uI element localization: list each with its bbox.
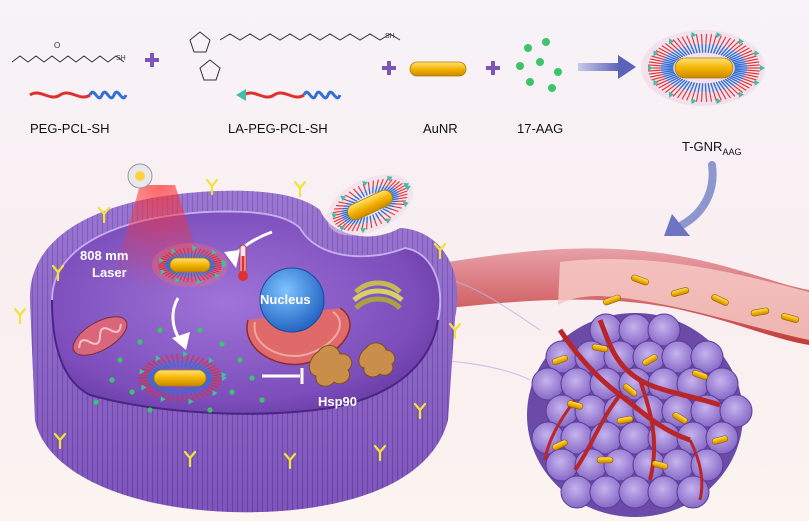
heated-nanoparticle: [152, 243, 228, 287]
entering-nanoparticle: [326, 174, 414, 236]
arrow-down-icon: [664, 161, 717, 236]
thermometer-icon: [238, 244, 248, 281]
releasing-nanoparticle: [138, 351, 227, 405]
svg-text:SH: SH: [385, 33, 395, 40]
svg-text:O: O: [54, 41, 60, 50]
t-gnr-nanoparticle: [641, 30, 765, 106]
laser-label-line1: 808 mm: [80, 248, 128, 263]
aag-label: 17-AAG: [517, 121, 563, 136]
mitochondrion: [72, 316, 128, 356]
laser-label-line2: Laser: [92, 265, 127, 280]
arrow-icon: [171, 230, 273, 350]
plus-icon: [486, 61, 500, 75]
la-peg-pcl-sh-molecule: SH LA-PEG-PCL-SH: [189, 31, 401, 136]
plus-icon: [145, 53, 159, 67]
hsp90-protein: [309, 342, 396, 387]
hsp90-label: Hsp90: [318, 394, 357, 409]
la-peg-pcl-sh-label: LA-PEG-PCL-SH: [228, 121, 328, 136]
svg-text:SH: SH: [116, 55, 126, 62]
nucleus-label: Nucleus: [260, 292, 311, 307]
peg-pcl-sh-label: PEG-PCL-SH: [30, 121, 109, 136]
arrow-right-icon: [578, 55, 636, 79]
golgi-apparatus: [352, 280, 404, 310]
t-gnr-label: T-GNRAAG: [682, 139, 741, 157]
aag-drug-particles: 17-AAG: [516, 38, 563, 136]
peg-pcl-sh-molecule: O SH PEG-PCL-SH: [11, 41, 128, 136]
released-drug-particles: [93, 327, 265, 413]
aunr-rod: AuNR: [409, 61, 467, 136]
cell-receptors: [13, 178, 462, 470]
tumor-nanorods: [552, 343, 729, 470]
inhibit-arrow-icon: [262, 368, 304, 384]
blood-vessel: [430, 248, 809, 345]
plus-icon: [382, 61, 396, 75]
aunr-label: AuNR: [423, 121, 458, 136]
